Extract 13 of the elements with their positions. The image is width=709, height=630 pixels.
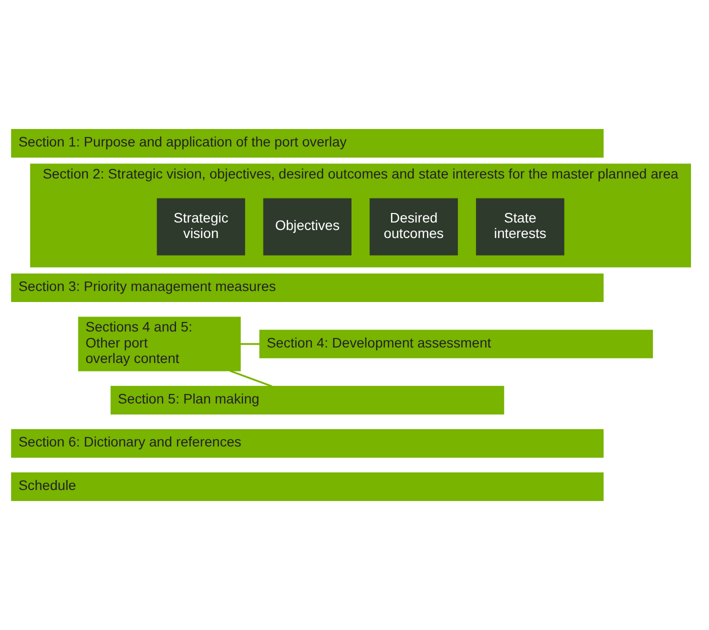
node-box: Strategic vision xyxy=(156,198,246,256)
node-box: Section 3: Priority management measures xyxy=(11,273,604,302)
node-box: Section 4: Development assessment xyxy=(259,330,653,358)
node-box: State interests xyxy=(476,198,564,256)
node-box: Section 1: Purpose and application of the port overlay xyxy=(11,129,604,158)
connector xyxy=(240,343,260,345)
node-box: Sections 4 and 5: Other port overlay content xyxy=(78,316,241,372)
node-box: Section 5: Plan making xyxy=(110,386,504,414)
connector xyxy=(230,370,272,388)
node-box: Objectives xyxy=(263,198,352,256)
node-box: Desired outcomes xyxy=(370,198,458,256)
node-box: Schedule xyxy=(11,472,604,501)
node-box: Section 6: Dictionary and references xyxy=(11,429,604,458)
